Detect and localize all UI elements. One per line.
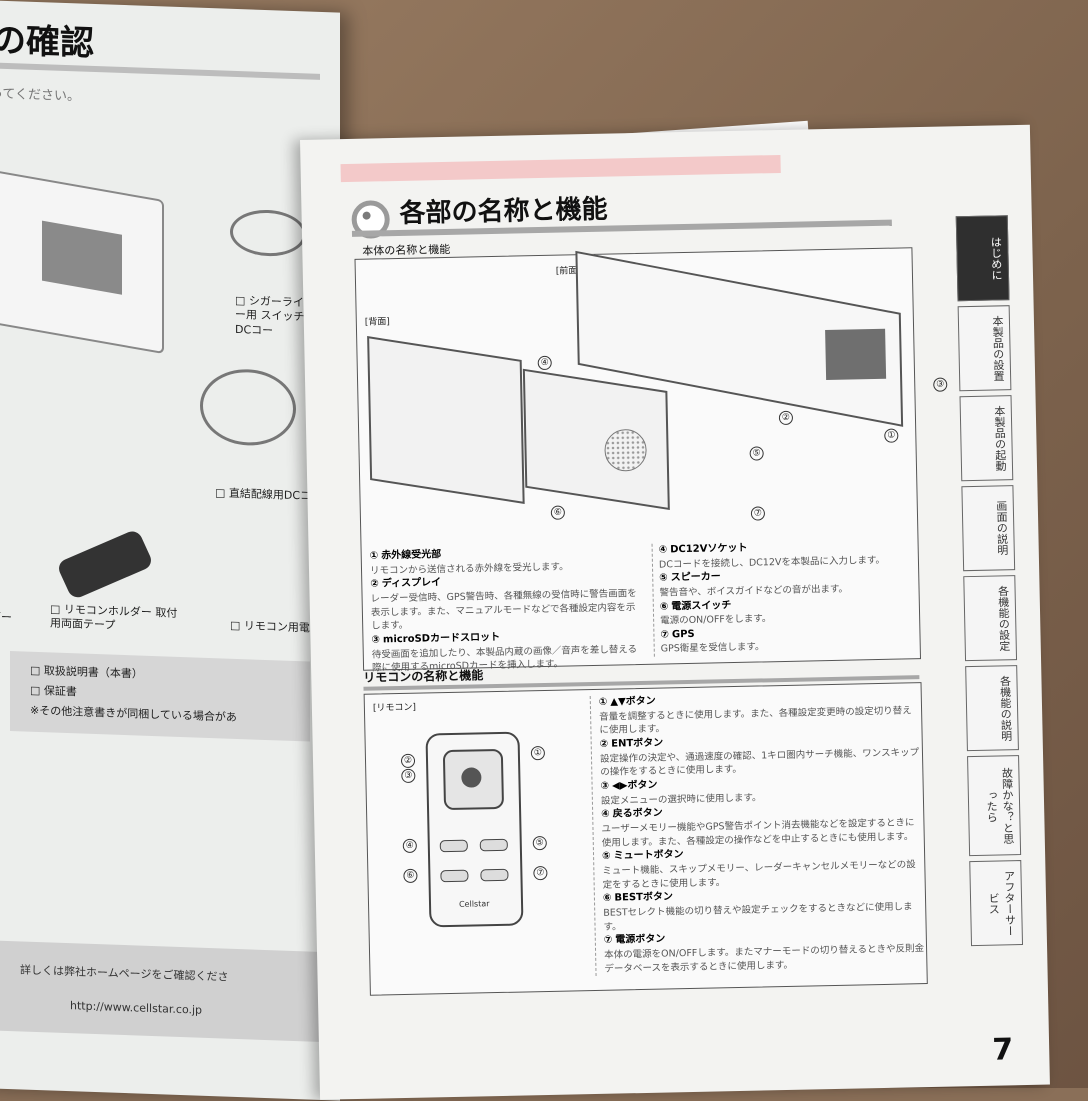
tab-troubleshooting[interactable]: 故障かな？と思ったら <box>967 755 1022 857</box>
remote-label: [リモコン] <box>372 702 417 714</box>
subsection-remote-title: リモコンの名称と機能 <box>363 668 484 685</box>
left-page-note: ってください。 <box>0 86 80 105</box>
back-label: [背面] <box>364 317 390 328</box>
left-footer: 詳しくは弊社ホームページをご確認くださ http://www.cellstar.… <box>0 940 340 1043</box>
remote-illustration: Cellstar <box>425 731 524 928</box>
callout-r3: ③ <box>401 768 416 784</box>
tab-screen[interactable]: 画面の説明 <box>961 485 1016 572</box>
device-illustration <box>0 166 164 355</box>
remote-parts-list: ① ▲▼ボタン音量を調整するときに使用します。また、各種設定変更時の設定切り替え… <box>589 689 925 977</box>
callout-4: ④ <box>537 355 552 371</box>
callout-2: ② <box>778 410 794 426</box>
remote-part-item: ① ▲▼ボタン音量を調整するときに使用します。また、各種設定変更時の設定切り替え… <box>598 695 912 737</box>
tab-functions[interactable]: 各機能の説明 <box>965 665 1019 752</box>
subsection-body-title: 本体の名称と機能 <box>362 242 451 258</box>
tab-installation[interactable]: 本製品の設置 <box>957 305 1012 392</box>
right-page: 各部の名称と機能 本体の名称と機能 [前面] [背面] ② ① ③ ④ ⑤ ⑥ … <box>300 124 1050 1100</box>
check-item: □ リモコン用電 <box>230 618 310 635</box>
remote-back-button <box>439 839 468 853</box>
callout-1: ① <box>884 428 899 443</box>
back-view-illustration <box>367 336 525 504</box>
remote-part-item: ④ 戻るボタンユーザーメモリー機能やGPS警告ポイント消去機能などを設定するとき… <box>601 807 915 849</box>
cigar-cable-illustration <box>230 208 306 258</box>
page-number: 7 <box>991 1032 1014 1068</box>
callout-r1: ① <box>530 746 546 761</box>
remote-panel: [リモコン] Cellstar ① ② ③ ④ ⑤ ⑥ ⑦ ① ▲▼ボタン音量を… <box>363 682 928 996</box>
left-page-title: の確認 <box>0 20 94 64</box>
chapter-tabs: はじめに 本製品の設置 本製品の起動 画面の説明 各機能の設定 各機能の説明 故… <box>954 125 1024 947</box>
holder-tape-illustration <box>55 528 155 601</box>
callout-6: ⑥ <box>550 505 566 520</box>
back-view-illustration-2 <box>522 368 670 511</box>
remote-brand: Cellstar <box>458 899 490 909</box>
remote-best-button <box>440 869 469 883</box>
remote-dpad <box>442 748 505 811</box>
direct-cable-illustration <box>200 367 296 448</box>
remote-mute-button <box>479 838 508 852</box>
footer-url: http://www.cellstar.co.jp <box>70 999 203 1017</box>
callout-r5: ⑤ <box>532 835 547 851</box>
check-item: □ リモコンホルダー 取付用両面テープ <box>50 602 178 633</box>
callout-3: ③ <box>933 377 948 392</box>
doc-item: ※その他注意書きが同梱している場合があ <box>30 703 237 724</box>
title-rule <box>0 62 320 80</box>
body-parts-left-list: ① 赤外線受光部リモコンから送信される赤外線を受光します。 ② ディスプレイレー… <box>370 544 643 676</box>
part-item: ② ディスプレイレーダー受信時、GPS警告時、各種無線の受信時に警告画面を表示し… <box>370 577 637 632</box>
callout-r2: ② <box>400 753 416 769</box>
left-page: の確認 ってください。 □ シガーライター用 スイッチ付DCコー □ 直結配線用… <box>0 0 340 1101</box>
remote-part-item: ⑤ ミュートボタンミュート機能、スキップメモリー、レーダーキャンセルメモリーなど… <box>601 849 916 891</box>
device-screen <box>42 220 122 295</box>
body-parts-panel: [前面] [背面] ② ① ③ ④ ⑤ ⑥ ⑦ ① 赤外線受光部リモコンから送信… <box>354 247 948 674</box>
callout-5: ⑤ <box>749 446 764 461</box>
tab-introduction[interactable]: はじめに <box>955 215 1010 302</box>
tab-startup[interactable]: 本製品の起動 <box>959 395 1014 482</box>
remote-part-item: ⑦ 電源ボタン本体の電源をON/OFFします。またマナーモードの切り替えるときや… <box>603 933 925 975</box>
callout-7: ⑦ <box>750 506 766 521</box>
remote-power-button <box>480 868 509 882</box>
footer-text: 詳しくは弊社ホームページをご確認くださ <box>20 963 229 984</box>
callout-r6: ⑥ <box>403 868 418 883</box>
check-item: ダー <box>0 610 12 625</box>
section-title: 各部の名称と機能 <box>399 194 608 229</box>
front-display <box>825 328 887 381</box>
pink-band <box>340 154 781 183</box>
tab-settings[interactable]: 各機能の設定 <box>963 575 1018 662</box>
callout-r4: ④ <box>402 838 417 854</box>
docs-box: □ 取扱説明書（本書） □ 保証書 ※その他注意書きが同梱している場合があ <box>10 651 310 742</box>
remote-part-item: ② ENTボタン設定操作の決定や、通過速度の確認、1キロ圏内サーチ機能、ワンスキ… <box>599 737 920 779</box>
callout-r7: ⑦ <box>533 865 548 881</box>
doc-item: □ 取扱説明書（本書） <box>30 663 143 681</box>
doc-item: □ 保証書 <box>30 683 77 699</box>
tab-aftersales[interactable]: アフターサービス <box>969 860 1024 947</box>
